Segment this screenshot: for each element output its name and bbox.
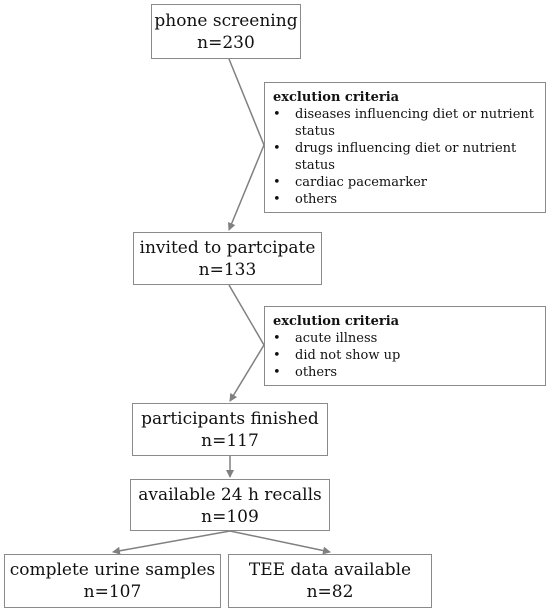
invited-title: invited to partcipate — [139, 238, 316, 258]
exclusion-criteria-item: • others — [273, 364, 537, 381]
bullet-icon: • — [273, 141, 281, 156]
invited-box: invited to partcipate n=133 — [133, 232, 322, 285]
arrow-screening-to-exclusion-1 — [228, 58, 265, 146]
exclusion-criteria-item-text: drugs influencing diet or nutrient statu… — [295, 141, 517, 173]
phone-screening-count: n=230 — [197, 33, 255, 53]
exclusion-criteria-item: • drugs influencing diet or nutrient stat… — [273, 140, 537, 174]
exclusion-criteria-box-1: exclution criteria • diseases influencing… — [264, 82, 546, 213]
arrow-invited-to-exclusion-2 — [228, 284, 265, 346]
tee-data-title: TEE data available — [248, 560, 412, 580]
bullet-icon: • — [273, 331, 281, 346]
urine-samples-count: n=107 — [83, 582, 142, 602]
tee-data-count: n=82 — [306, 582, 354, 602]
exclusion-criteria-item: • acute illness — [273, 330, 537, 347]
exclusion-criteria-item: • did not show up — [273, 347, 537, 364]
arrow-recalls-to-urine — [112, 530, 231, 555]
exclusion-criteria-item: • diseases influencing diet or nutrient s… — [273, 106, 537, 140]
available-recalls-title: available 24 h recalls — [138, 485, 322, 505]
bullet-icon: • — [273, 348, 281, 363]
bullet-icon: • — [273, 175, 281, 190]
phone-screening-title: phone screening — [154, 11, 298, 31]
exclusion-criteria-item-text: cardiac pacemarker — [295, 175, 428, 190]
urine-samples-box: complete urine samples n=107 — [4, 554, 221, 608]
exclusion-criteria-list-1: • diseases influencing diet or nutrient s… — [273, 106, 537, 208]
exclusion-criteria-title-1: exclution criteria — [273, 90, 400, 105]
bullet-icon: • — [273, 107, 281, 122]
exclusion-criteria-item-text: did not show up — [295, 348, 401, 363]
available-recalls-count: n=109 — [201, 507, 259, 527]
bullet-icon: • — [273, 365, 281, 380]
arrow-exclusion-1-to-invited — [227, 144, 265, 231]
tee-data-box: TEE data available n=82 — [228, 554, 432, 608]
exclusion-criteria-item: • cardiac pacemarker — [273, 174, 537, 191]
available-recalls-box: available 24 h recalls n=109 — [130, 479, 330, 531]
exclusion-criteria-item-text: diseases influencing diet or nutrient st… — [295, 107, 535, 139]
exclusion-criteria-item-text: others — [295, 192, 338, 207]
arrow-recalls-to-tee — [229, 530, 331, 555]
participants-finished-box: participants finished n=117 — [132, 403, 328, 456]
exclusion-criteria-box-2: exclution criteria • acute illness • did n… — [264, 306, 546, 386]
bullet-icon: • — [273, 192, 281, 207]
participants-finished-count: n=117 — [201, 431, 259, 451]
exclusion-criteria-item-text: others — [295, 365, 338, 380]
exclusion-criteria-list-2: • acute illness • did not show up • others — [273, 330, 537, 381]
arrow-exclusion-2-to-finished — [229, 344, 265, 402]
participants-finished-title: participants finished — [141, 409, 319, 429]
invited-count: n=133 — [198, 260, 257, 280]
exclusion-criteria-item-text: acute illness — [295, 331, 378, 346]
exclusion-criteria-item: • others — [273, 191, 537, 208]
urine-samples-title: complete urine samples — [9, 560, 216, 580]
exclusion-criteria-title-2: exclution criteria — [273, 314, 400, 329]
phone-screening-box: phone screening n=230 — [151, 4, 301, 59]
